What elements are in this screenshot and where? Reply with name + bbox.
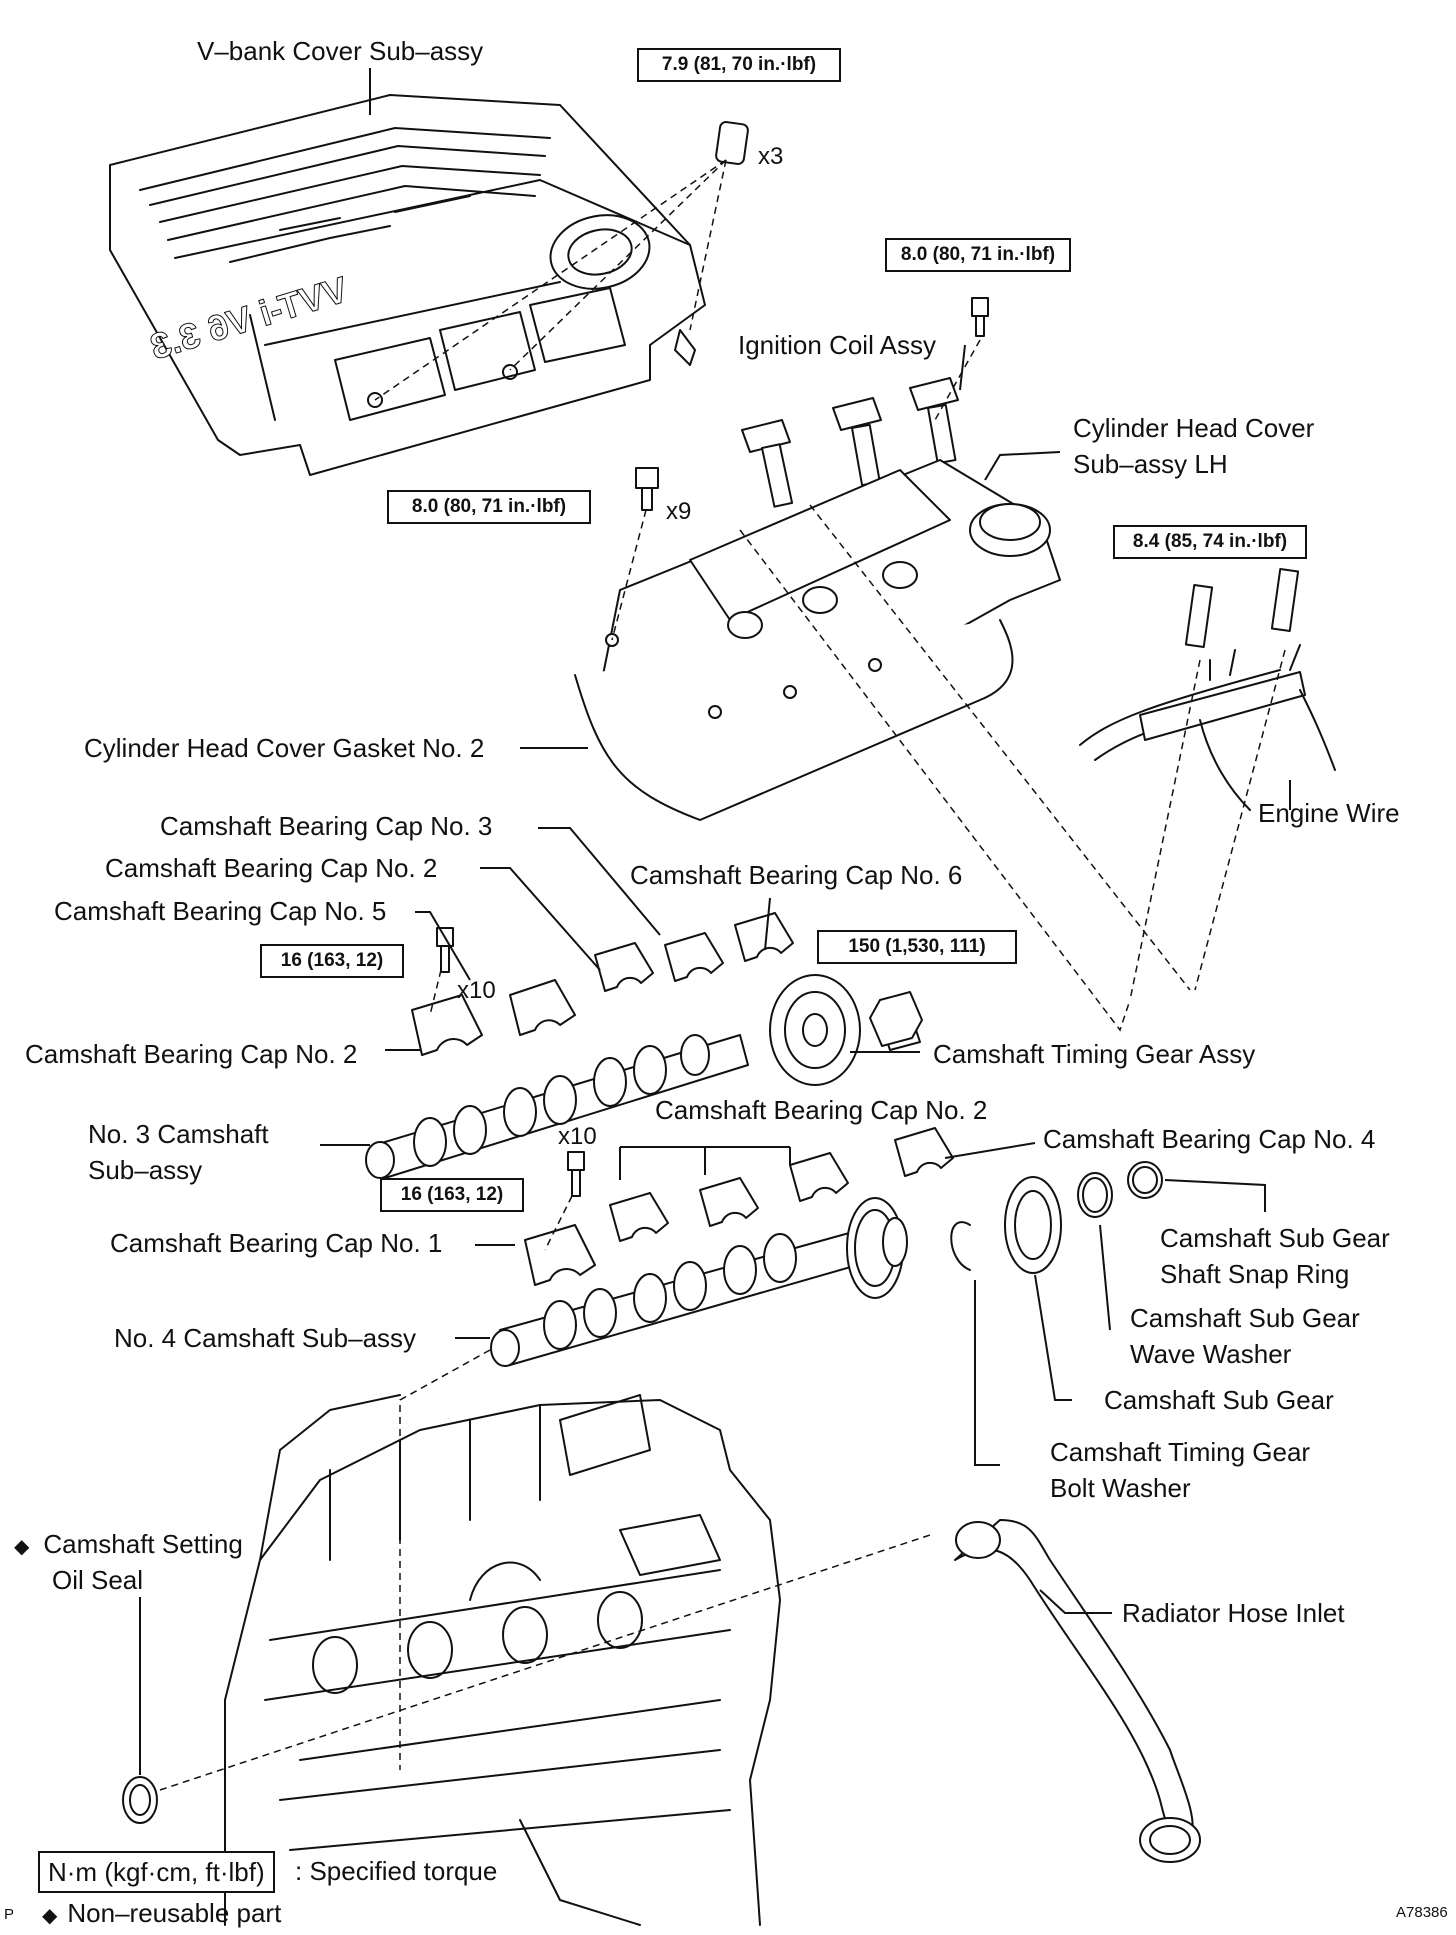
qty-x10-lower: x10 [558,1123,597,1150]
torque-box-6: 150 (1,530, 111) [817,930,1017,964]
legend-nonreusable-text: Non–reusable part [67,1898,282,1928]
label-sub-gear: Camshaft Sub Gear [1104,1385,1334,1415]
oil-seal-drawing [122,1776,158,1824]
label-oil-seal-line2: Oil Seal [52,1565,144,1595]
label-engine-wire: Engine Wire [1258,798,1400,828]
legend-unit-description: : Specified torque [295,1856,498,1886]
label-cap-no1: Camshaft Bearing Cap No. 1 [110,1228,443,1258]
oil-seal-text: Camshaft Setting [43,1529,243,1559]
label-wave-washer-line1: Camshaft Sub Gear [1130,1303,1360,1333]
label-oil-seal-line1: ◆ Camshaft Setting [14,1526,243,1566]
leader-lines [139,68,1291,1775]
label-vbank-cover: V–bank Cover Sub–assy [197,36,484,66]
label-snap-ring-line1: Camshaft Sub Gear [1160,1223,1390,1253]
torque-box-1: 7.9 (81, 70 in.·lbf) [637,48,841,82]
sub-gear-drawing [950,1161,1163,1274]
engine-wire-drawing [1079,568,1336,811]
figure-code: A78386 [1396,1904,1448,1921]
label-snap-ring-line2: Shaft Snap Ring [1160,1259,1350,1289]
label-cap-no2-middle: Camshaft Bearing Cap No. 2 [655,1095,988,1125]
label-wave-washer-line2: Wave Washer [1130,1339,1292,1369]
nonreusable-diamond-mark: ◆ [14,1536,30,1558]
label-cap-no4: Camshaft Bearing Cap No. 4 [1043,1124,1376,1154]
no3-camshaft-drawing [365,1034,749,1179]
torque-box-5: 16 (163, 12) [260,944,404,978]
engine-block-drawing [224,1394,781,1926]
torque-box-4: 8.4 (85, 74 in.·lbf) [1113,525,1307,559]
ignition-coils-drawing [741,377,959,508]
label-bolt-washer-line1: Camshaft Timing Gear [1050,1437,1311,1467]
radiator-hose-drawing [954,1519,1201,1863]
label-cap-no5: Camshaft Bearing Cap No. 5 [54,896,387,926]
bearing-caps-drawing [411,912,954,1286]
cylinder-head-cover-drawing [574,459,1061,821]
label-radiator-hose: Radiator Hose Inlet [1122,1598,1345,1628]
no4-camshaft-drawing [490,1197,908,1367]
corner-mark-left: P [4,1906,15,1923]
vbank-cover-drawing: VVT-i V6 3.3 [109,94,706,476]
legend-diamond-icon: ◆ [42,1905,58,1927]
label-no3-camshaft-line1: No. 3 Camshaft [88,1119,269,1149]
qty-x3: x3 [758,143,784,170]
label-no3-camshaft-line2: Sub–assy [88,1155,203,1185]
label-cap-no3: Camshaft Bearing Cap No. 3 [160,811,493,841]
label-cap-no2-top: Camshaft Bearing Cap No. 2 [105,853,438,883]
torque-box-7: 16 (163, 12) [380,1178,524,1212]
label-cylinder-head-cover-line1: Cylinder Head Cover [1073,413,1315,443]
legend-unit-box: N·m (kgf·cm, ft·lbf) [38,1851,275,1893]
label-cap-no6: Camshaft Bearing Cap No. 6 [630,860,963,890]
label-gasket: Cylinder Head Cover Gasket No. 2 [84,733,485,763]
torque-box-2: 8.0 (80, 71 in.·lbf) [885,238,1071,272]
qty-x10-upper: x10 [457,977,496,1004]
label-bolt-washer-line2: Bolt Washer [1050,1473,1191,1503]
timing-gear-drawing [769,974,923,1086]
label-no4-camshaft: No. 4 Camshaft Sub–assy [114,1323,417,1353]
label-cylinder-head-cover-line2: Sub–assy LH [1073,449,1228,479]
label-ignition-coil: Ignition Coil Assy [738,330,936,360]
label-timing-gear: Camshaft Timing Gear Assy [933,1039,1256,1069]
assembly-lines [159,159,1286,1791]
qty-x9: x9 [666,498,692,525]
torque-box-3: 8.0 (80, 71 in.·lbf) [387,490,591,524]
legend-nonreusable: ◆ Non–reusable part [42,1895,281,1935]
label-cap-no2-left: Camshaft Bearing Cap No. 2 [25,1039,358,1069]
